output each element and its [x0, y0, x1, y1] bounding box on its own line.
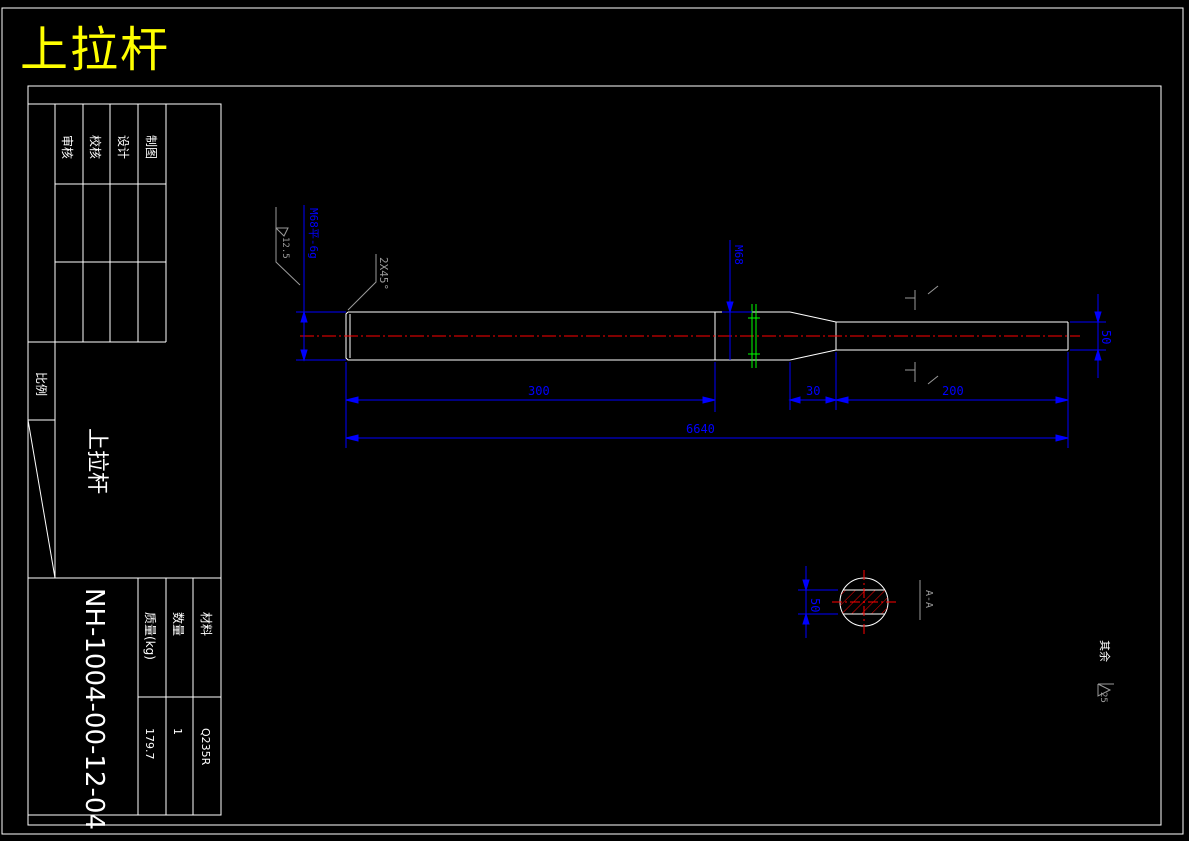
scale-label: 比例 — [34, 372, 48, 396]
mass-label: 质量(kg) — [143, 612, 157, 660]
section-aa — [798, 566, 921, 638]
annotation-leaders — [275, 207, 1114, 697]
dim-30: 30 — [806, 384, 820, 398]
sign-label-drawn: 制图 — [144, 135, 158, 159]
sign-label-design: 设计 — [116, 135, 130, 159]
material-label: 材料 — [199, 612, 213, 636]
dim-200: 200 — [942, 384, 964, 398]
outer-frame — [1, 7, 1184, 835]
rod-outline — [345, 311, 1069, 361]
inner-frame — [27, 85, 1162, 826]
material-value: Q235R — [199, 728, 212, 766]
section-label: A-A — [923, 590, 934, 608]
drawing-title: 上拉杆 — [20, 22, 171, 78]
part-name: 上拉杆 — [84, 428, 109, 494]
title-block — [27, 103, 222, 816]
thread-marks — [748, 304, 760, 368]
dim-thread-mid: M68 — [732, 245, 745, 265]
sign-label-approve: 审核 — [60, 135, 75, 159]
dim-thread-left: M68平-6g — [307, 208, 320, 259]
sign-label-check: 校核 — [88, 135, 103, 159]
section-dia: 50 — [808, 598, 822, 612]
chamfer-label: 2X45° — [377, 257, 390, 290]
mass-value: 179.7 — [143, 728, 156, 760]
qty-value: 1 — [171, 728, 184, 735]
dim-6640: 6640 — [686, 422, 715, 436]
dim-300: 300 — [528, 384, 550, 398]
dim-dia-right: 50 — [1099, 330, 1113, 344]
rest-label: 其余 — [1098, 640, 1112, 662]
drawing-number: NH-1004-00-12-04 — [79, 588, 109, 830]
dimension-lines — [296, 205, 1106, 448]
rough-left: 12.5 — [280, 237, 290, 259]
rest-rough: 25 — [1098, 692, 1108, 703]
qty-label: 数量 — [171, 612, 186, 636]
